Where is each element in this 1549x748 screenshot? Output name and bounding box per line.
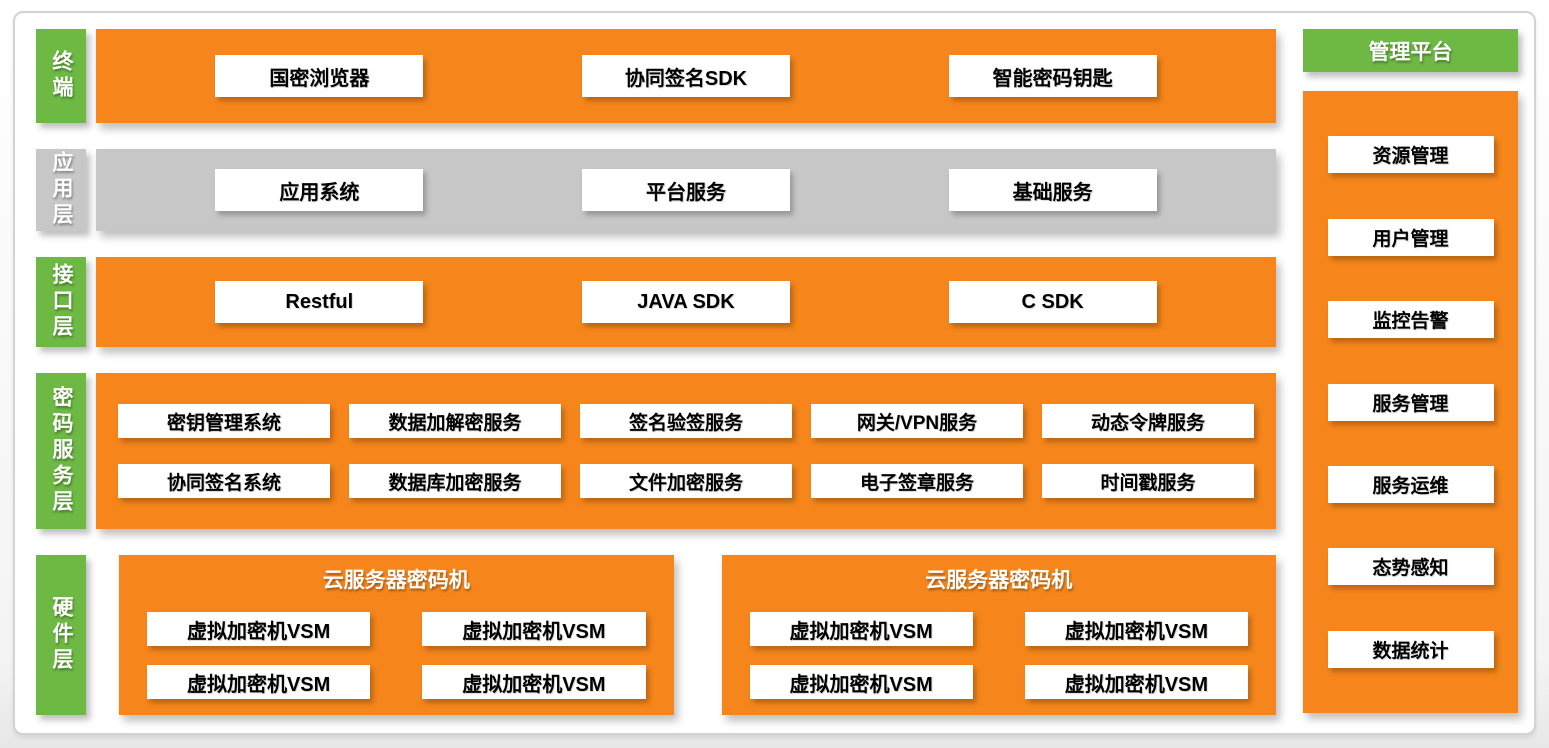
layer-band-interface: Restful JAVA SDK C SDK (96, 257, 1276, 347)
hardware-group-2-grid: 虚拟加密机VSM 虚拟加密机VSM 虚拟加密机VSM 虚拟加密机VSM (749, 612, 1248, 699)
crypto-item-db-encrypt: 数据库加密服务 (349, 464, 561, 498)
management-platform: 管理平台 资源管理 用户管理 监控告警 服务管理 服务运维 态势感知 数据统计 (1303, 29, 1518, 713)
crypto-item-file-encrypt: 文件加密服务 (580, 464, 792, 498)
crypto-item-sign-verify: 签名验签服务 (580, 404, 792, 438)
layer-label-application: 应用层 (36, 149, 86, 231)
mgmt-item-resource: 资源管理 (1327, 136, 1494, 174)
terminal-item-smart-key: 智能密码钥匙 (948, 55, 1157, 97)
vsm-box: 虚拟加密机VSM (422, 665, 646, 699)
vsm-box: 虚拟加密机VSM (749, 612, 973, 646)
terminal-item-cosign-sdk: 协同签名SDK (581, 55, 790, 97)
mgmt-item-service-mgmt: 服务管理 (1327, 383, 1494, 421)
crypto-item-encrypt-decrypt: 数据加解密服务 (349, 404, 561, 438)
terminal-item-gm-browser: 国密浏览器 (215, 55, 424, 97)
management-platform-title: 管理平台 (1303, 29, 1518, 72)
layer-label-crypto-service: 密码服务层 (36, 373, 86, 529)
hardware-group-1: 云服务器密码机 虚拟加密机VSM 虚拟加密机VSM 虚拟加密机VSM 虚拟加密机… (119, 555, 674, 715)
vsm-box: 虚拟加密机VSM (1024, 665, 1248, 699)
layer-band-crypto-service: 密钥管理系统 数据加解密服务 签名验签服务 网关/VPN服务 动态令牌服务 协同… (96, 373, 1276, 529)
layer-crypto-service: 密码服务层 密钥管理系统 数据加解密服务 签名验签服务 网关/VPN服务 动态令… (36, 373, 1276, 529)
mgmt-item-user: 用户管理 (1327, 218, 1494, 256)
layer-terminal: 终端 国密浏览器 协同签名SDK 智能密码钥匙 (36, 29, 1276, 123)
crypto-item-timestamp: 时间戳服务 (1042, 464, 1254, 498)
interface-item-java-sdk: JAVA SDK (581, 281, 790, 323)
layer-stack: 终端 国密浏览器 协同签名SDK 智能密码钥匙 应用层 应用系统 平台服务 基础… (36, 29, 1276, 715)
hardware-group-1-title: 云服务器密码机 (322, 569, 470, 592)
mgmt-item-data-stats: 数据统计 (1327, 630, 1494, 668)
layer-label-hardware: 硬件层 (36, 555, 86, 715)
application-item-platform-service: 平台服务 (581, 169, 790, 211)
layer-label-terminal: 终端 (36, 29, 86, 123)
crypto-item-key-mgmt: 密钥管理系统 (118, 404, 330, 438)
layer-application: 应用层 应用系统 平台服务 基础服务 (36, 149, 1276, 231)
application-item-app-system: 应用系统 (215, 169, 424, 211)
vsm-box: 虚拟加密机VSM (147, 612, 371, 646)
hardware-group-2-title: 云服务器密码机 (925, 569, 1073, 592)
layer-label-interface: 接口层 (36, 257, 86, 347)
mgmt-item-monitor-alert: 监控告警 (1327, 301, 1494, 339)
hardware-group-1-grid: 虚拟加密机VSM 虚拟加密机VSM 虚拟加密机VSM 虚拟加密机VSM (147, 612, 646, 699)
mgmt-item-situation-awareness: 态势感知 (1327, 548, 1494, 586)
layer-hardware: 硬件层 云服务器密码机 虚拟加密机VSM 虚拟加密机VSM 虚拟加密机VSM 虚… (36, 555, 1276, 715)
crypto-item-eseal: 电子签章服务 (811, 464, 1023, 498)
vsm-box: 虚拟加密机VSM (422, 612, 646, 646)
vsm-box: 虚拟加密机VSM (1024, 612, 1248, 646)
diagram-frame: 终端 国密浏览器 协同签名SDK 智能密码钥匙 应用层 应用系统 平台服务 基础… (13, 11, 1536, 735)
vsm-box: 虚拟加密机VSM (749, 665, 973, 699)
application-item-basic-service: 基础服务 (948, 169, 1157, 211)
mgmt-item-service-ops: 服务运维 (1327, 465, 1494, 503)
layer-band-terminal: 国密浏览器 协同签名SDK 智能密码钥匙 (96, 29, 1276, 123)
crypto-service-row-2: 协同签名系统 数据库加密服务 文件加密服务 电子签章服务 时间戳服务 (118, 464, 1254, 498)
hardware-groups: 云服务器密码机 虚拟加密机VSM 虚拟加密机VSM 虚拟加密机VSM 虚拟加密机… (96, 555, 1276, 715)
crypto-item-cosign-system: 协同签名系统 (118, 464, 330, 498)
crypto-service-row-1: 密钥管理系统 数据加解密服务 签名验签服务 网关/VPN服务 动态令牌服务 (118, 404, 1254, 438)
layer-interface: 接口层 Restful JAVA SDK C SDK (36, 257, 1276, 347)
interface-item-c-sdk: C SDK (948, 281, 1157, 323)
hardware-group-2: 云服务器密码机 虚拟加密机VSM 虚拟加密机VSM 虚拟加密机VSM 虚拟加密机… (721, 555, 1276, 715)
crypto-item-gateway-vpn: 网关/VPN服务 (811, 404, 1023, 438)
crypto-item-otp: 动态令牌服务 (1042, 404, 1254, 438)
management-platform-body: 资源管理 用户管理 监控告警 服务管理 服务运维 态势感知 数据统计 (1303, 91, 1518, 713)
vsm-box: 虚拟加密机VSM (147, 665, 371, 699)
interface-item-restful: Restful (215, 281, 424, 323)
layer-band-application: 应用系统 平台服务 基础服务 (96, 149, 1276, 231)
